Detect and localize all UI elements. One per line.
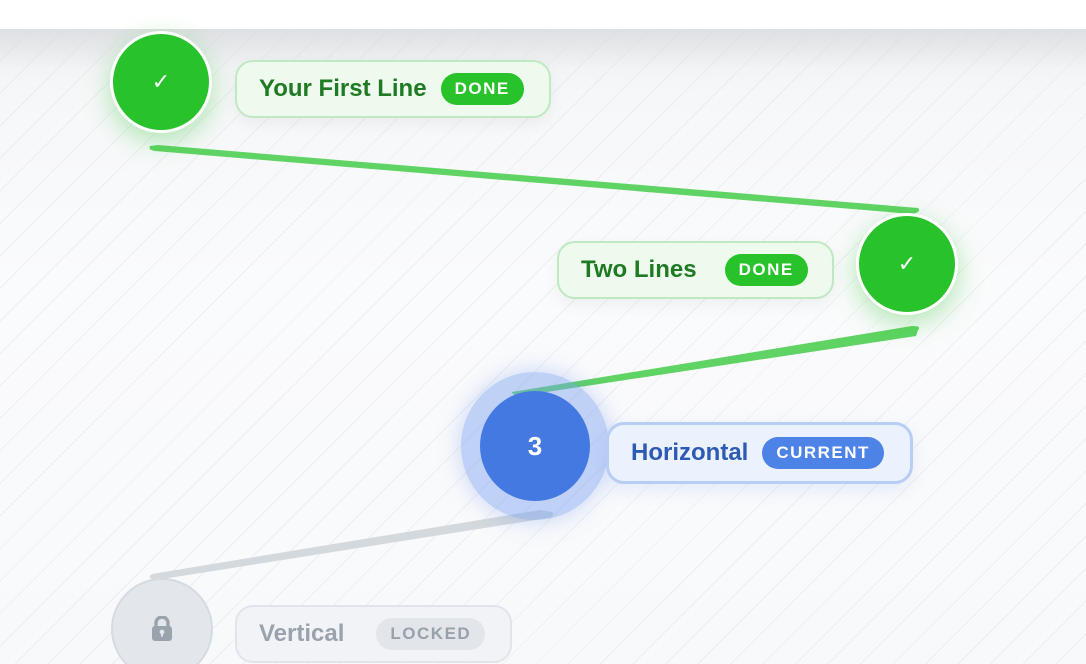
lock-icon bbox=[152, 616, 172, 641]
connector-2-3 bbox=[512, 326, 920, 396]
step-title: Vertical bbox=[259, 620, 345, 647]
step-title: Horizontal bbox=[631, 439, 749, 466]
step-card-4: Vertical LOCKED bbox=[235, 605, 512, 663]
check-icon: ✓ bbox=[151, 69, 171, 94]
learning-path-canvas[interactable] bbox=[0, 29, 1086, 664]
status-badge: DONE bbox=[440, 73, 524, 105]
step-node-4 bbox=[111, 578, 213, 664]
connector-3-4 bbox=[149, 510, 554, 580]
step-card-3[interactable]: Horizontal CURRENT bbox=[606, 422, 913, 484]
step-title: Your First Line bbox=[259, 75, 427, 102]
step-node-1[interactable]: ✓ bbox=[110, 31, 212, 133]
status-badge: LOCKED bbox=[376, 618, 486, 650]
step-title: Two Lines bbox=[581, 256, 697, 283]
status-badge: CURRENT bbox=[762, 437, 884, 469]
step-card-2[interactable]: Two Lines DONE bbox=[557, 241, 834, 299]
step-node-3[interactable]: 3 bbox=[480, 391, 590, 501]
check-icon: ✓ bbox=[897, 251, 917, 276]
step-card-1[interactable]: Your First Line DONE bbox=[235, 60, 551, 118]
step-number: 3 bbox=[527, 430, 543, 461]
step-node-2[interactable]: ✓ bbox=[856, 213, 958, 315]
connector-1-2 bbox=[149, 145, 920, 214]
top-bar bbox=[0, 0, 1086, 29]
status-badge: DONE bbox=[724, 254, 808, 286]
